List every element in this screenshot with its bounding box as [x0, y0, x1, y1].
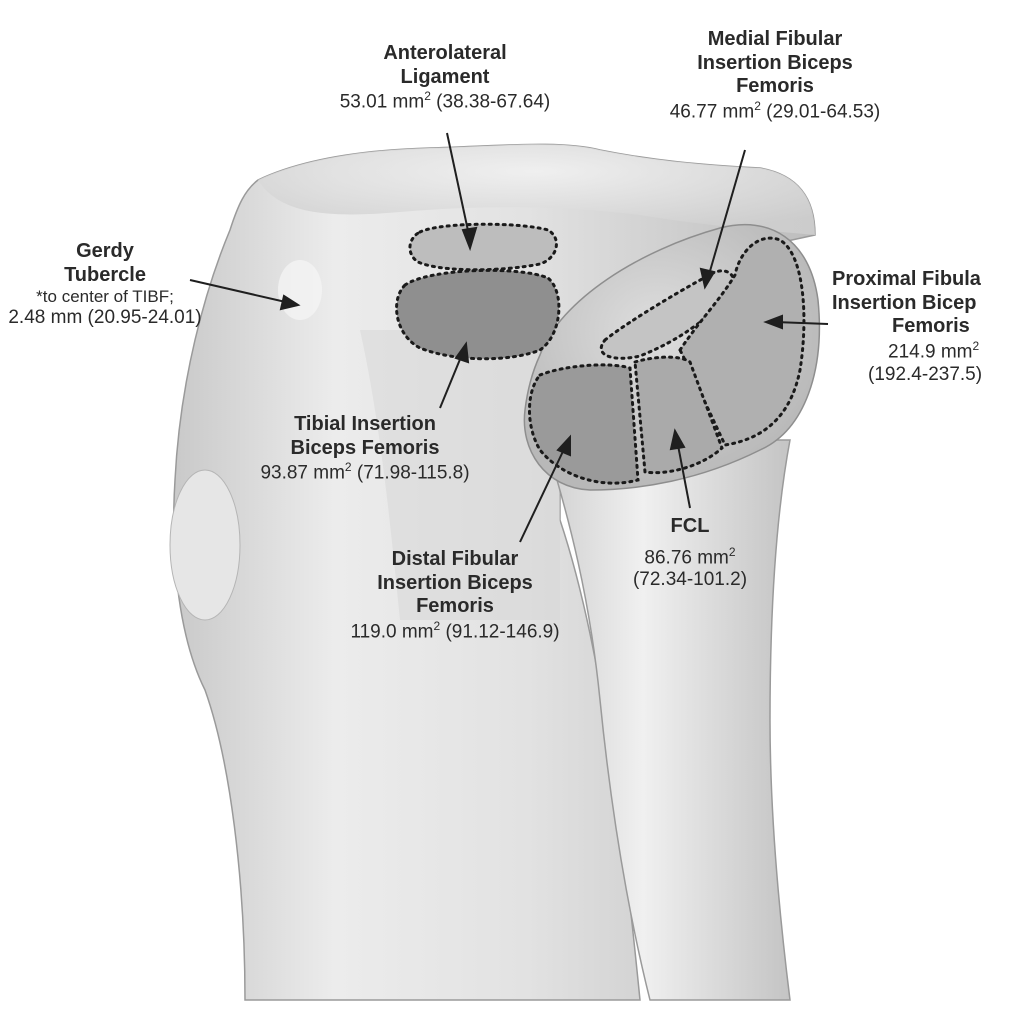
arrowhead-tibial-insertion	[454, 341, 470, 364]
arrowhead-gerdy	[279, 294, 301, 311]
fcl-title: FCL	[670, 515, 710, 537]
tibia-shadow	[360, 330, 560, 620]
anterolateral-range: (38.38-67.64)	[430, 91, 551, 113]
proximal-fibular-footprint	[678, 236, 806, 447]
label-distal-fibular: Distal Fibular Insertion Biceps Femoris …	[325, 548, 585, 644]
distal-fibular-footprint	[528, 363, 640, 485]
fcl-footprint	[633, 355, 724, 475]
gerdy-title-1: Gerdy	[76, 240, 134, 262]
gerdy-tubercle-bump	[169, 469, 241, 621]
tibial-insertion-footprint	[395, 268, 561, 361]
fcl-area: 86.76 mm	[644, 546, 729, 568]
medial-fibular-area: 46.77 mm	[669, 101, 755, 123]
label-tibial-insertion: Tibial Insertion Biceps Femoris 93.87 mm…	[240, 413, 490, 485]
medial-fibular-sup: 2	[754, 98, 761, 113]
fcl-measure: 86.76 mm2	[600, 545, 780, 570]
label-gerdy-tubercle: Gerdy Tubercle *to center of TIBF; 2.48 …	[0, 240, 220, 330]
distal-fibular-area: 119.0 mm	[350, 621, 434, 643]
anterolateral-measure: 53.01 mm2 (38.38-67.64)	[330, 89, 560, 114]
distal-fibular-range: (91.12-146.9)	[440, 621, 560, 643]
fcl-range: (72.34-101.2)	[632, 569, 748, 591]
tibial-measure: 93.87 mm2 (71.98-115.8)	[240, 460, 490, 485]
proximal-fibular-title-3: Femoris	[892, 315, 970, 338]
proximal-fibular-title-2: Insertion Bicep	[832, 291, 977, 314]
gerdy-title-2: Tubercle	[64, 263, 146, 286]
arrow-gerdy	[189, 279, 291, 304]
tibial-sup: 2	[344, 460, 352, 475]
medial-fibular-title-1: Medial Fibular	[707, 28, 843, 50]
label-medial-fibular: Medial Fibular Insertion Biceps Femoris …	[650, 28, 900, 124]
arrow-medial-fibular	[707, 149, 746, 279]
tibial-range: (71.98-115.8)	[351, 462, 470, 484]
distal-fibular-sup: 2	[433, 618, 441, 633]
label-fcl: FCL 86.76 mm2 (72.34-101.2)	[600, 515, 780, 592]
tibial-plateau	[258, 144, 815, 235]
arrowhead-fcl	[669, 428, 686, 451]
anterolateral-title-1: Anterolateral	[383, 42, 507, 64]
distal-fibular-title-1: Distal Fibular	[391, 548, 519, 570]
label-anterolateral-ligament: Anterolateral Ligament 53.01 mm2 (38.38-…	[330, 42, 560, 114]
anterolateral-ligament-footprint	[408, 222, 558, 272]
arrow-anterolateral	[446, 132, 471, 241]
fcl-sup: 2	[728, 544, 736, 559]
arrow-distal-fibular	[519, 444, 567, 543]
arrow-fcl	[676, 439, 691, 509]
arrowhead-medial-fibular	[699, 267, 716, 290]
distal-fibular-title-3: Femoris	[416, 595, 494, 618]
proximal-fibular-title-1: Proximal Fibula	[832, 268, 981, 290]
anterolateral-sup: 2	[424, 89, 431, 104]
label-proximal-fibular: Proximal Fibula Insertion Bicep Femoris …	[832, 268, 1024, 386]
arrowhead-distal-fibular	[556, 434, 571, 457]
medial-fibular-title-2: Insertion Biceps	[697, 51, 853, 74]
tibial-title-2: Biceps Femoris	[290, 436, 440, 459]
proximal-fibular-range: (192.4-237.5)	[868, 363, 983, 385]
gerdy-distance: 2.48 mm (20.95-24.01)	[8, 307, 202, 329]
tubercle-highlight	[278, 260, 322, 320]
proximal-fibular-sup: 2	[972, 338, 980, 353]
distal-fibular-measure: 119.0 mm2 (91.12-146.9)	[325, 619, 585, 644]
proximal-fibular-area: 214.9 mm	[888, 341, 973, 363]
medial-fibular-title-3: Femoris	[736, 75, 814, 98]
arrow-proximal-fibular	[774, 321, 829, 325]
anterolateral-area: 53.01 mm	[339, 91, 425, 113]
arrow-tibial-insertion	[439, 351, 464, 409]
medial-fibular-range: (29.01-64.53)	[760, 101, 881, 123]
distal-fibular-title-2: Insertion Biceps	[377, 571, 533, 594]
anterolateral-title-2: Ligament	[400, 65, 490, 88]
tibial-area: 93.87 mm	[260, 462, 345, 484]
arrowhead-proximal-fibular	[763, 314, 783, 330]
gerdy-note: *to center of TIBF;	[36, 287, 174, 307]
fibula-bone	[543, 439, 791, 1001]
tibial-title-1: Tibial Insertion	[294, 413, 436, 435]
medial-fibular-measure: 46.77 mm2 (29.01-64.53)	[650, 99, 900, 124]
arrowhead-anterolateral	[461, 226, 478, 252]
proximal-fibular-measure: 214.9 mm2	[832, 339, 1024, 364]
